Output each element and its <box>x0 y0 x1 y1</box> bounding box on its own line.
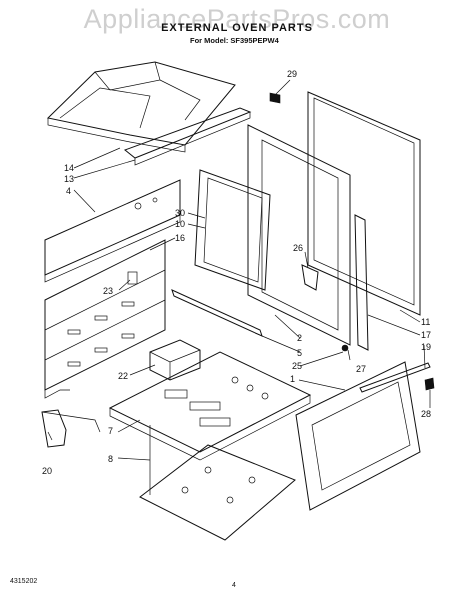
callout-28: 28 <box>421 409 431 419</box>
hinge <box>341 344 349 352</box>
cover-22 <box>149 339 201 381</box>
side-wall <box>44 239 166 399</box>
handle-rod <box>359 362 431 393</box>
callout-17: 17 <box>421 330 431 340</box>
callout-30: 30 <box>175 208 185 218</box>
oven-door <box>295 361 421 511</box>
bottom-plate <box>139 444 296 541</box>
callout-10: 10 <box>175 219 185 229</box>
callout-20: 20 <box>42 466 52 476</box>
callout-labels: 29 14 13 4 30 10 16 26 23 22 2 5 25 27 1… <box>42 69 431 476</box>
rail <box>171 289 263 337</box>
inner-panel <box>194 169 271 291</box>
callout-19: 19 <box>421 342 431 352</box>
top-rear-strip <box>123 107 252 166</box>
callout-27: 27 <box>356 364 366 374</box>
bottom-tray <box>108 351 312 461</box>
leader-lines <box>47 79 431 495</box>
bracket-28 <box>424 377 435 391</box>
outer-panel <box>307 91 421 316</box>
diagram-title: EXTERNAL OVEN PARTS <box>161 22 313 34</box>
callout-1: 1 <box>290 374 295 384</box>
callout-25: 25 <box>292 361 302 371</box>
callout-2: 2 <box>297 333 302 343</box>
callout-13: 13 <box>64 174 74 184</box>
callout-26: 26 <box>293 243 303 253</box>
model-line: For Model: SF395PEPW4 <box>190 36 279 45</box>
watermark: AppliancePartsPros.com <box>83 4 391 34</box>
callout-7: 7 <box>108 426 113 436</box>
footer-code: 4315202 <box>10 578 38 585</box>
callout-23: 23 <box>103 286 113 296</box>
top-panel <box>46 61 236 153</box>
door-frame <box>247 124 351 346</box>
bracket-26 <box>301 264 319 291</box>
callout-5: 5 <box>297 348 302 358</box>
callout-11: 11 <box>421 317 430 327</box>
callout-22: 22 <box>118 371 128 381</box>
part-20 <box>41 409 101 448</box>
callout-4: 4 <box>66 186 71 196</box>
rear-panel <box>44 179 181 283</box>
callout-8: 8 <box>108 454 113 464</box>
switch-23 <box>127 271 138 285</box>
gasket-strip <box>354 214 369 351</box>
clip-29 <box>269 92 281 104</box>
callout-14: 14 <box>64 163 74 173</box>
callout-29: 29 <box>287 69 297 79</box>
callout-16: 16 <box>175 233 185 243</box>
page-number: 4 <box>232 582 236 589</box>
